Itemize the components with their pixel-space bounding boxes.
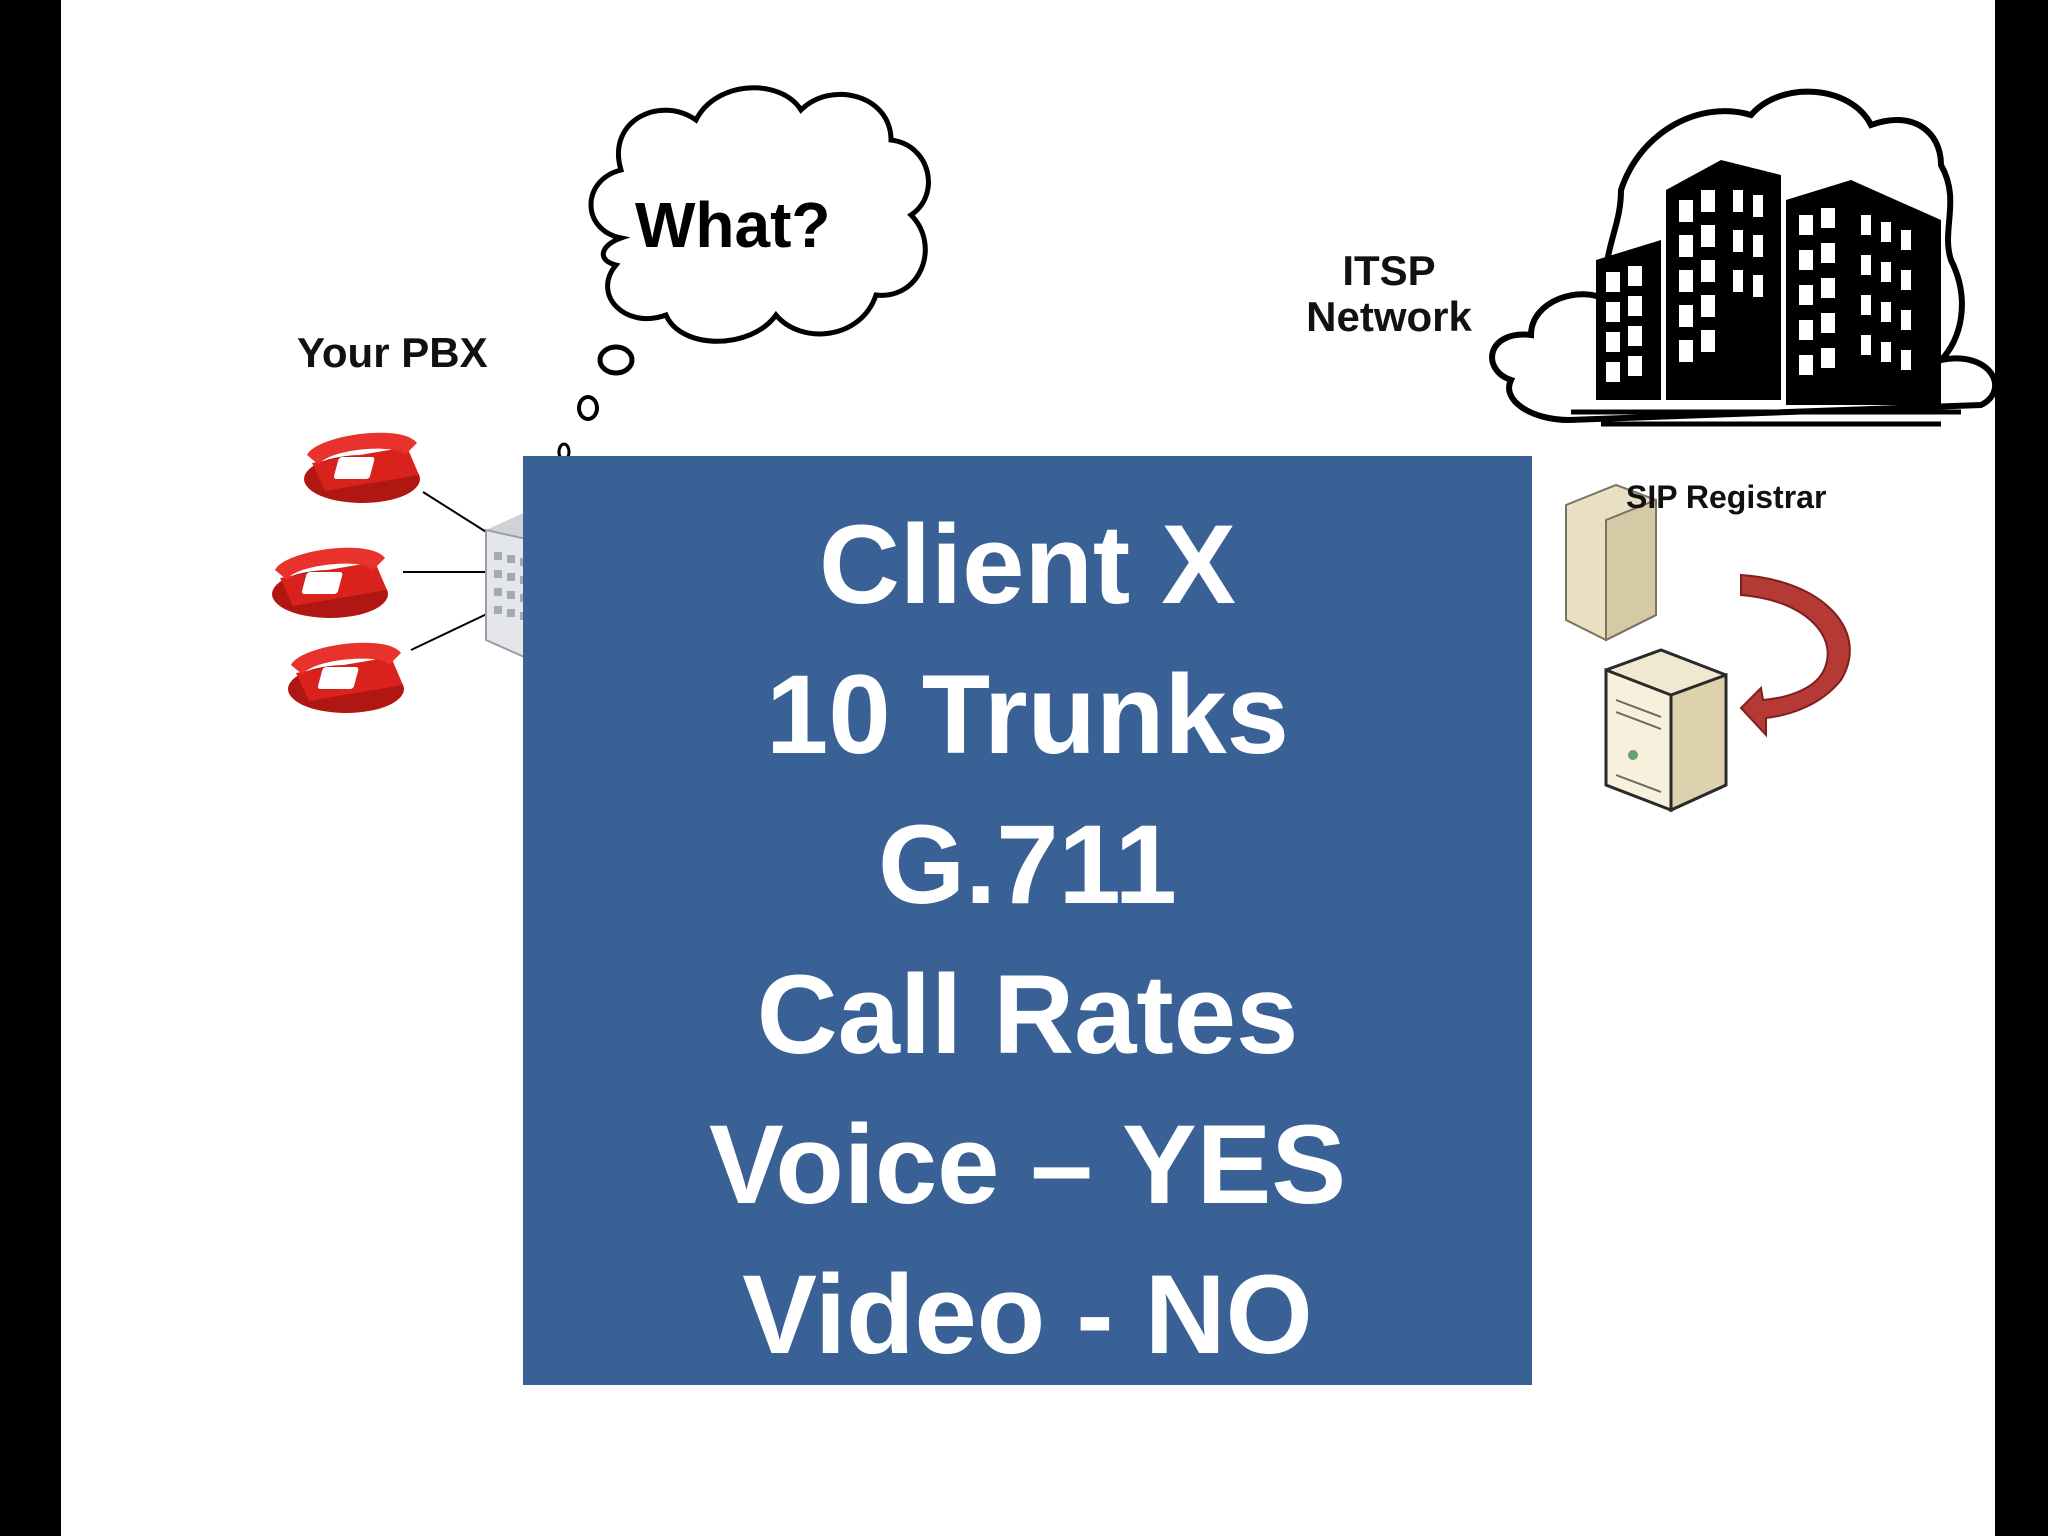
pbx-label: Your PBX (297, 329, 488, 376)
info-line-video: Video - NO (742, 1252, 1313, 1377)
connection-lines (403, 491, 492, 651)
info-line-codec: G.711 (878, 802, 1177, 927)
info-line-call-rates: Call Rates (756, 952, 1299, 1077)
sip-registrar-label: SIP Registrar (1626, 479, 1827, 515)
info-line-trunks: 10 Trunks (766, 652, 1289, 777)
phone-icon (288, 642, 404, 713)
slide: What? Your PBX ITSP Network SIP Registra… (61, 0, 1995, 1536)
phone-icon (304, 432, 420, 503)
info-box: Client X 10 Trunks G.711 Call Rates Voic… (523, 456, 1532, 1385)
thought-bubble-text: What? (635, 189, 831, 261)
phone-icon (272, 547, 388, 618)
server-icon (1565, 483, 1657, 642)
itsp-network-label: ITSP Network (1279, 247, 1499, 341)
diagram-artwork (272, 85, 1995, 813)
info-line-client: Client X (819, 502, 1236, 627)
curved-arrow-icon (1739, 573, 1851, 738)
itsp-label-line: Network (1306, 293, 1472, 341)
server-icon (1604, 648, 1728, 813)
itsp-label-line: ITSP (1342, 247, 1436, 294)
building-cloud-icon (1489, 88, 1995, 427)
thought-cloud-icon (557, 85, 931, 462)
info-line-voice: Voice – YES (708, 1102, 1347, 1227)
